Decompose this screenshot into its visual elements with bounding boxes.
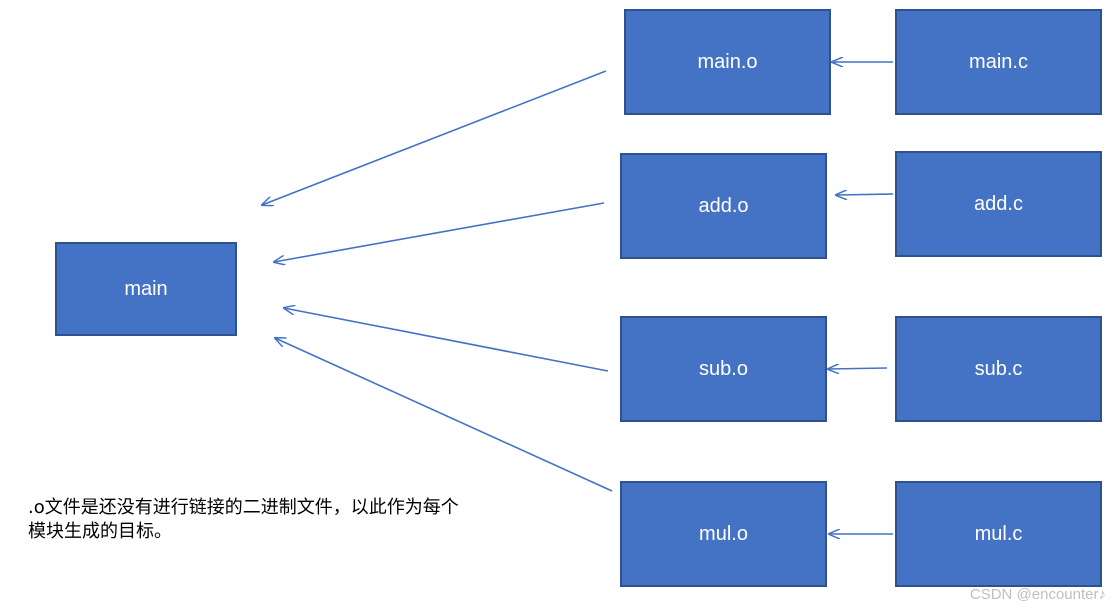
node-main: main bbox=[55, 242, 237, 336]
node-add-o: add.o bbox=[620, 153, 827, 259]
arrow-mul-o-to-main bbox=[275, 338, 613, 492]
watermark: CSDN @encounter♪ bbox=[969, 586, 1106, 603]
node-mul-c: mul.c bbox=[895, 481, 1102, 587]
node-sub-o: sub.o bbox=[620, 316, 827, 422]
arrow-sub-o-to-main bbox=[284, 308, 609, 372]
node-add-c-label: add.c bbox=[974, 192, 1023, 215]
node-main-c-label: main.c bbox=[969, 50, 1028, 73]
node-add-c: add.c bbox=[895, 151, 1102, 257]
caption-line-1: .o文件是还没有进行链接的二进制文件，以此作为每个 bbox=[28, 497, 459, 518]
node-main-c: main.c bbox=[895, 9, 1102, 115]
node-mul-c-label: mul.c bbox=[974, 522, 1023, 545]
node-sub-o-label: sub.o bbox=[699, 357, 748, 380]
node-main-o: main.o bbox=[624, 9, 831, 115]
caption-text: .o文件是还没有进行链接的二进制文件，以此作为每个 模块生成的目标。 bbox=[28, 496, 588, 544]
node-sub-c: sub.c bbox=[895, 316, 1102, 422]
arrow-sub-c-to-sub-o bbox=[828, 368, 888, 369]
node-mul-o: mul.o bbox=[620, 481, 827, 587]
arrow-main-o-to-main bbox=[262, 70, 607, 205]
caption-line-2: 模块生成的目标。 bbox=[28, 521, 172, 542]
arrow-add-o-to-main bbox=[274, 202, 605, 262]
node-main-o-label: main.o bbox=[697, 50, 758, 73]
node-mul-o-label: mul.o bbox=[699, 522, 748, 545]
arrow-add-c-to-add-o bbox=[836, 194, 894, 195]
node-main-label: main bbox=[124, 277, 168, 300]
node-add-o-label: add.o bbox=[698, 194, 749, 217]
node-sub-c-label: sub.c bbox=[974, 357, 1023, 380]
